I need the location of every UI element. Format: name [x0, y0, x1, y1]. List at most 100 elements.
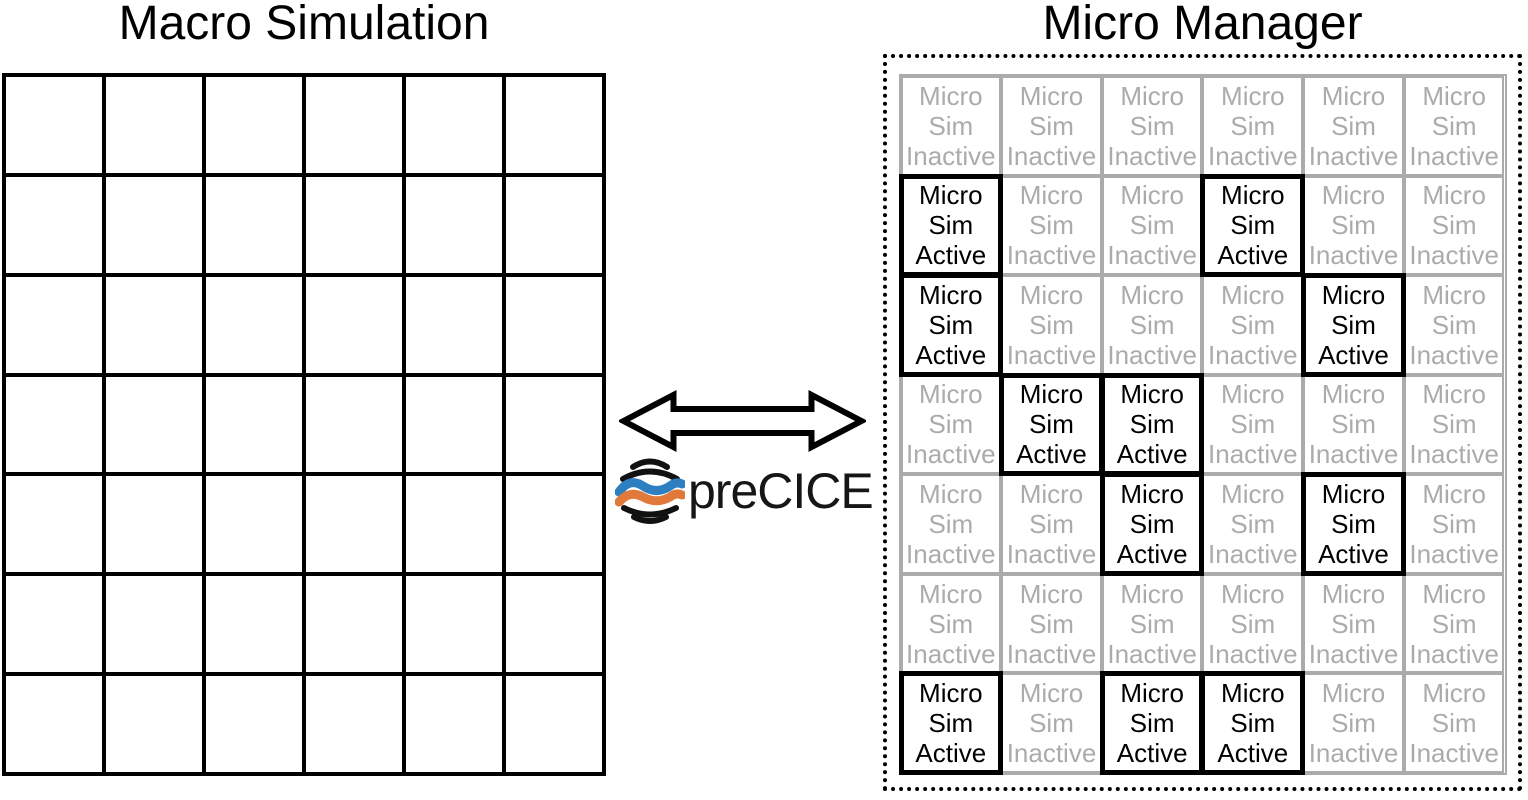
precice-logo-icon	[615, 458, 685, 524]
cell-label-line: Micro	[1120, 578, 1184, 609]
cell-label-line: Sim	[1431, 509, 1477, 540]
cell-label-line: Micro	[919, 80, 983, 111]
precice-logo: preCICE	[615, 452, 874, 530]
cell-label-line: Sim	[1331, 210, 1376, 241]
micro-manager-title: Micro Manager	[1042, 0, 1363, 50]
cell-label-line: Inactive	[1308, 240, 1399, 271]
macro-cell	[504, 674, 604, 774]
cell-label-line: Inactive	[1006, 539, 1097, 570]
cell-label-line: Inactive	[1308, 140, 1399, 171]
cell-label-line: Inactive	[1409, 140, 1499, 171]
cell-label-line: Inactive	[1107, 638, 1197, 669]
cell-label-line: Micro	[1120, 479, 1184, 510]
cell-label-line: Micro	[919, 379, 983, 410]
cell-label-line: Sim	[1129, 110, 1175, 141]
macro-cell	[504, 574, 604, 675]
macro-cell	[204, 574, 304, 675]
cell-label-line: Sim	[1029, 409, 1074, 440]
cell-label-line: Active	[1016, 439, 1087, 470]
cell-label-line: Micro	[1019, 180, 1084, 211]
cell-label-line: Micro	[1321, 578, 1386, 609]
cell-label-line: Micro	[1321, 479, 1386, 510]
cell-label-line: Sim	[1431, 608, 1477, 639]
cell-label-line: Sim	[1029, 309, 1074, 340]
cell-label-line: Micro	[919, 578, 983, 609]
cell-label-line: Inactive	[1409, 539, 1499, 570]
cell-label-line: Active	[1318, 339, 1389, 370]
cell-label-line: Micro	[919, 180, 983, 211]
cell-label-line: Inactive	[1107, 240, 1197, 271]
cell-label-line: Micro	[1321, 80, 1386, 111]
macro-cell	[304, 274, 404, 375]
cell-label-line: Inactive	[906, 638, 996, 669]
cell-label-line: Sim	[1230, 409, 1276, 440]
macro-cell	[304, 174, 404, 275]
cell-label-line: Sim	[1331, 110, 1376, 141]
cell-label-line: Active	[1217, 738, 1289, 769]
cell-label-line: Inactive	[1409, 439, 1499, 470]
macro-cell	[204, 274, 304, 375]
cell-label-line: Sim	[928, 708, 974, 739]
cell-label-line: Micro	[1120, 180, 1184, 211]
macro-cell	[504, 474, 604, 575]
cell-label-line: Micro	[1321, 279, 1386, 310]
macro-cell	[4, 474, 104, 575]
macro-cell	[104, 674, 204, 774]
cell-label-line: Inactive	[1409, 638, 1499, 669]
macro-cell	[104, 174, 204, 275]
cell-label-line: Active	[915, 738, 987, 769]
cell-label-line: Micro	[1120, 279, 1184, 310]
cell-label-line: Micro	[1019, 279, 1084, 310]
cell-label-line: Micro	[1422, 379, 1486, 410]
cell-label-line: Inactive	[1107, 339, 1197, 370]
macro-cell	[404, 274, 504, 375]
cell-label-line: Sim	[1230, 110, 1276, 141]
cell-label-line: Inactive	[1208, 140, 1298, 171]
cell-label-line: Micro	[1221, 678, 1285, 709]
cell-label-line: Micro	[1221, 479, 1285, 510]
macro-cell	[104, 474, 204, 575]
macro-cell	[304, 75, 404, 175]
cell-label-line: Sim	[928, 608, 974, 639]
cell-label-line: Sim	[1331, 708, 1376, 739]
precice-logo-text: preCICE	[688, 463, 874, 519]
cell-label-line: Micro	[1422, 279, 1486, 310]
cell-label-line: Inactive	[906, 539, 996, 570]
macro-cell	[104, 574, 204, 675]
cell-label-line: Sim	[928, 509, 974, 540]
cell-label-line: Sim	[1431, 110, 1477, 141]
cell-label-line: Micro	[1422, 678, 1486, 709]
macro-cell	[4, 374, 104, 475]
cell-label-line: Inactive	[1006, 339, 1097, 370]
cell-label-line: Inactive	[1006, 638, 1097, 669]
macro-cell	[404, 674, 504, 774]
cell-label-line: Micro	[1019, 379, 1084, 410]
cell-label-line: Micro	[1321, 678, 1386, 709]
cell-label-line: Micro	[1422, 80, 1486, 111]
cell-label-line: Inactive	[1208, 439, 1298, 470]
cell-label-line: Active	[1116, 738, 1188, 769]
macro-cell	[504, 274, 604, 375]
cell-label-line: Micro	[1221, 180, 1285, 211]
cell-label-line: Sim	[1331, 309, 1376, 340]
cell-label-line: Micro	[1019, 479, 1084, 510]
macro-cell	[404, 574, 504, 675]
